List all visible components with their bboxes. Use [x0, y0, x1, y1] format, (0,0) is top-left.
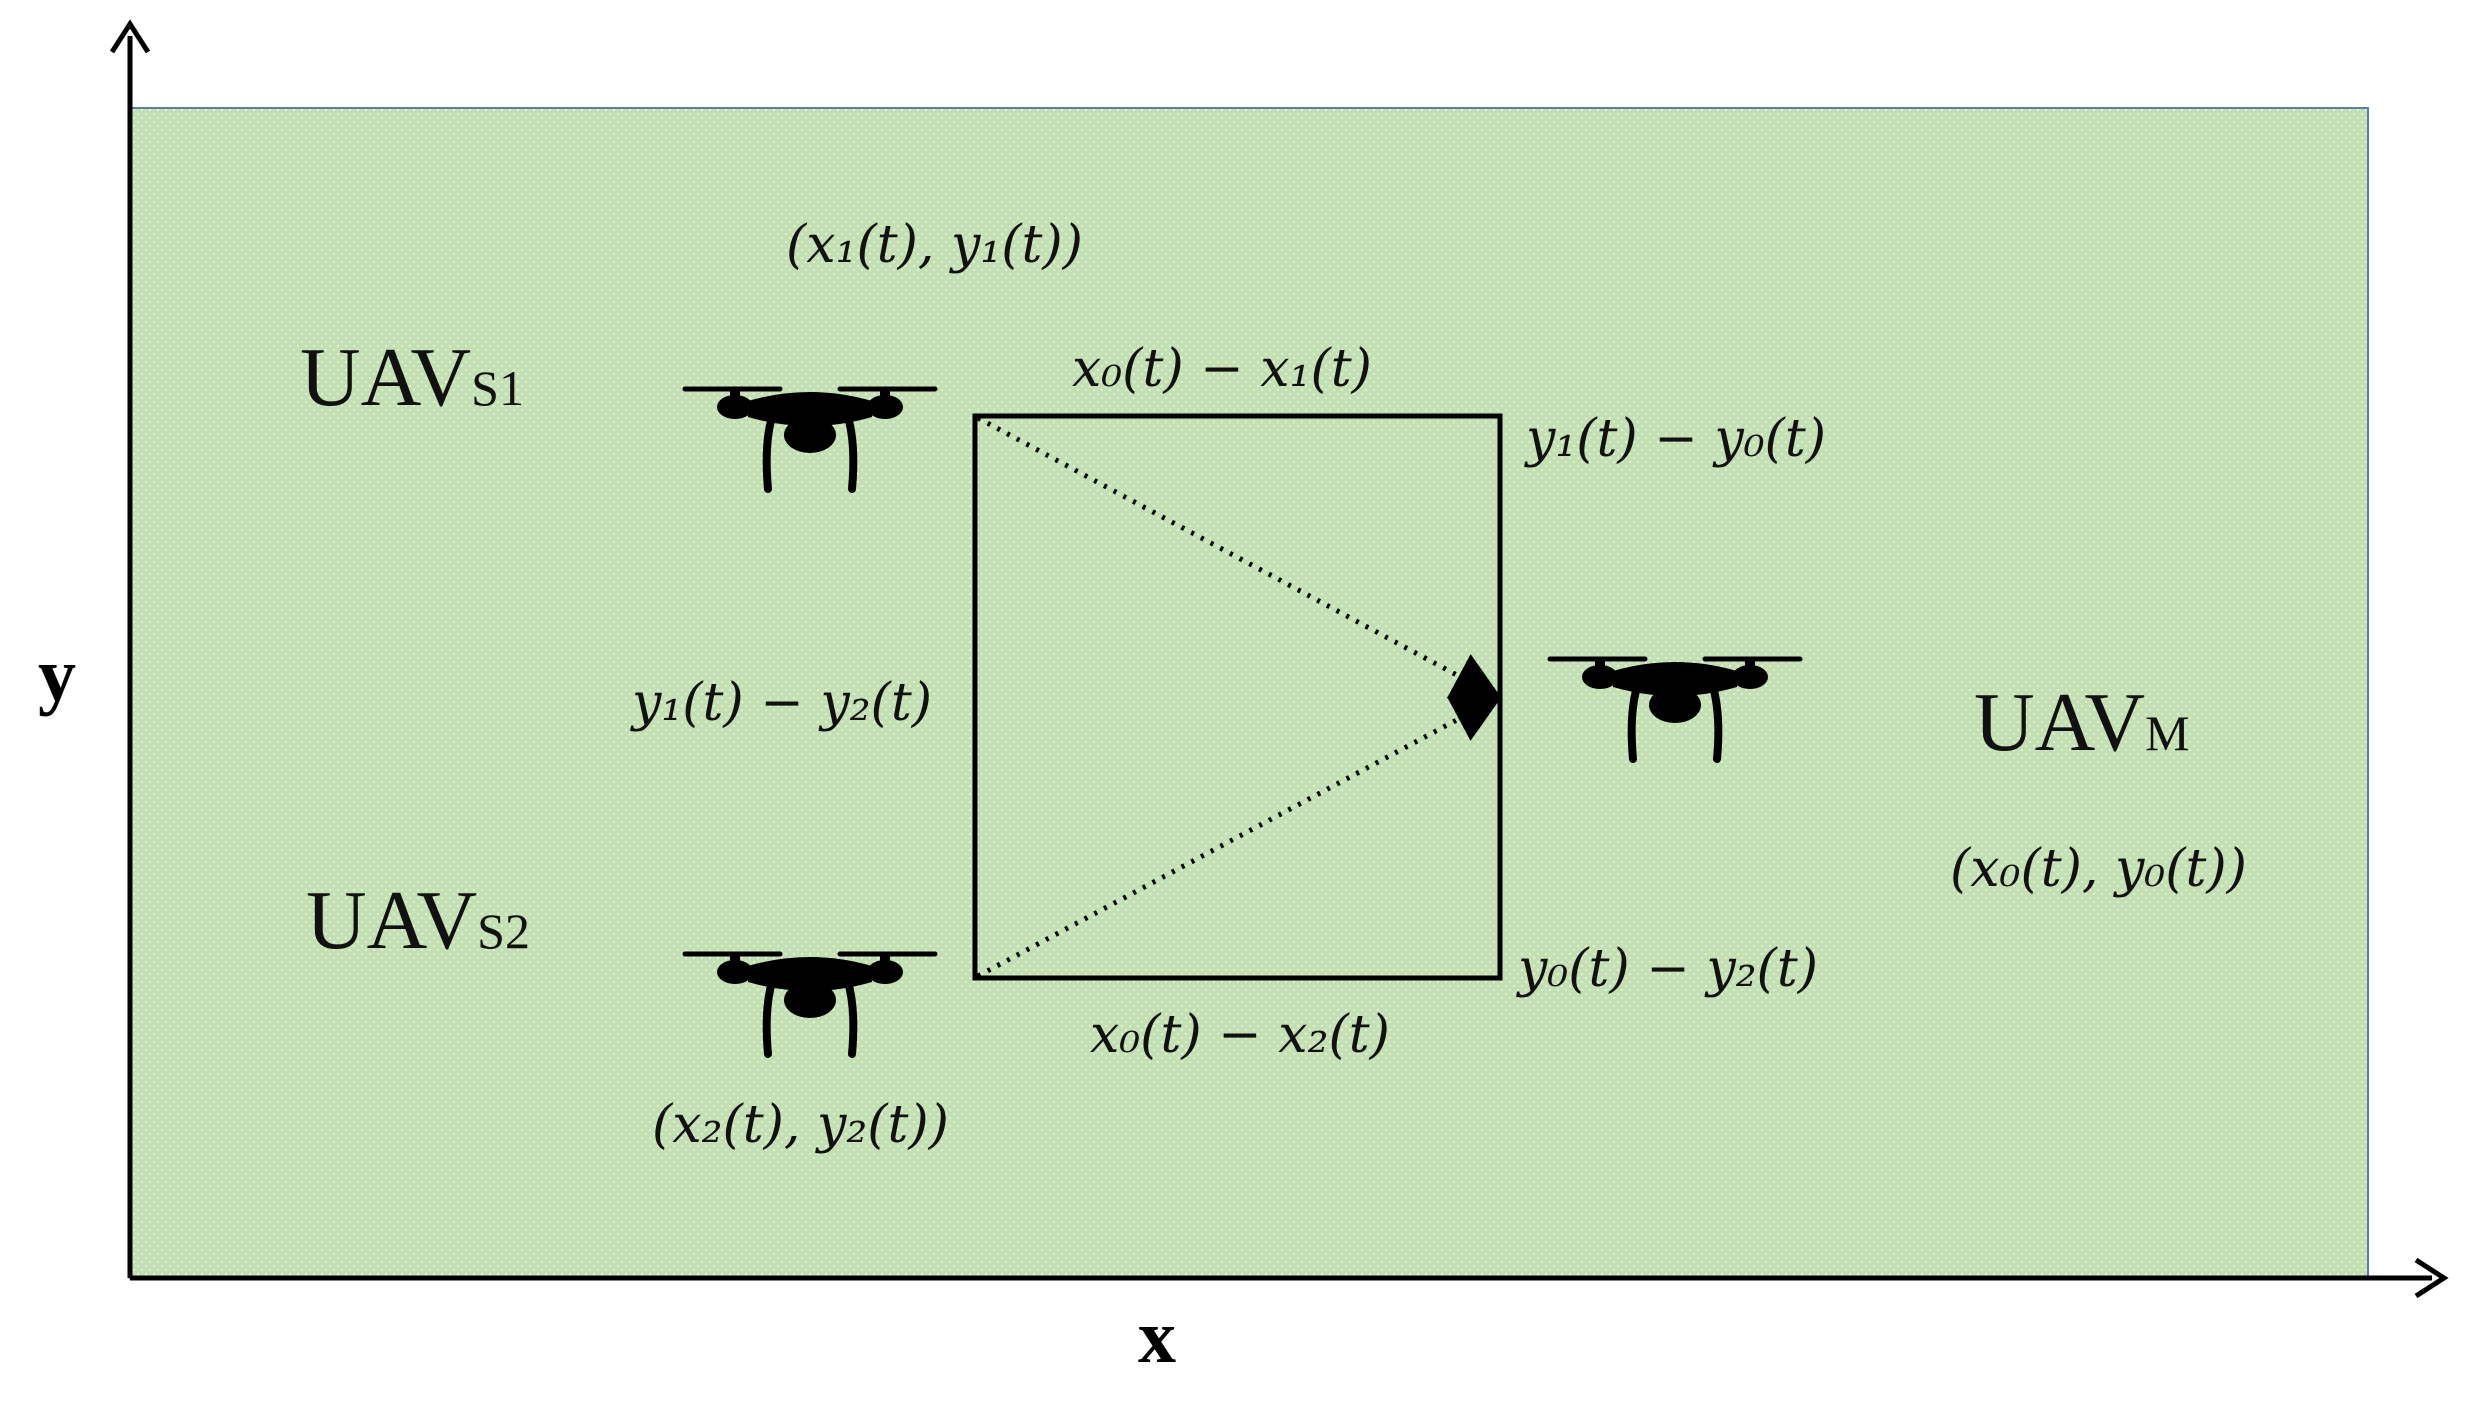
x-axis-arrow-icon	[2414, 1257, 2449, 1299]
diff-bottom-label: x₀(t) − x₂(t)	[1090, 1005, 1390, 1065]
diff-right-top-label: y₁(t) − y₀(t)	[1524, 409, 1826, 469]
diff-right-bottom-label: y₀(t) − y₂(t)	[1516, 939, 1818, 999]
uav-s1-coord: (x₁(t), y₁(t))	[786, 215, 1083, 275]
y-axis-arrow-icon	[109, 19, 151, 54]
diff-top-label: x₀(t) − x₁(t)	[1072, 339, 1372, 399]
uav-m-label: UAVM	[1974, 676, 2190, 769]
x-axis-label: x	[1138, 1295, 1176, 1379]
diff-left-label: y₁(t) − y₂(t)	[630, 673, 932, 733]
uav-s2-label: UAVS2	[306, 874, 530, 967]
y-axis-label: y	[38, 633, 76, 717]
uav-s2-coord: (x₂(t), y₂(t))	[652, 1095, 949, 1155]
uav-s1-label: UAVS1	[300, 331, 524, 424]
uav-m-coord: (x₀(t), y₀(t))	[1950, 839, 2247, 899]
field-area	[129, 107, 2369, 1279]
